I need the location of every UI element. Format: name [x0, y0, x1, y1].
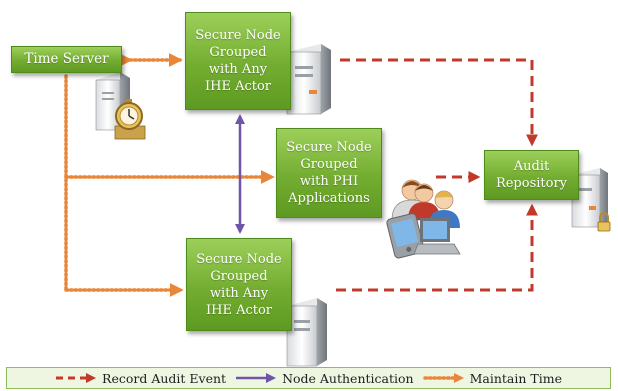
record-audit-event-connectors: [336, 58, 538, 292]
audit-repository-node: Audit Repository: [484, 150, 579, 200]
legend-maintain-time: Maintain Time: [422, 370, 562, 386]
secure-node-any-ihe-actor-top: Secure Node Grouped with Any IHE Actor: [185, 12, 291, 110]
bottom-node-audit-arrow: [336, 203, 538, 292]
server-icon: [286, 44, 331, 115]
maintain-time-connectors: [64, 53, 275, 297]
purple-solid-arrow-icon: [236, 373, 277, 383]
time-server-node: Time Server: [11, 46, 122, 73]
stopwatch-icon: [114, 99, 146, 140]
server-icon: [286, 298, 327, 367]
red-dashed-arrow-icon: [56, 373, 97, 383]
lock-icon: [597, 212, 611, 232]
pda-icon: [386, 213, 425, 259]
legend-node-authentication: Node Authentication: [235, 371, 414, 386]
legend: Record Audit Event Node Authentication M…: [6, 367, 611, 389]
secure-node-any-ihe-actor-bottom: Secure Node Grouped with Any IHE Actor: [186, 238, 292, 331]
legend-label: Record Audit Event: [102, 370, 227, 386]
legend-label: Maintain Time: [469, 370, 562, 386]
orange-dotted-arrow-icon: [422, 373, 464, 383]
legend-label: Node Authentication: [282, 370, 414, 386]
top-node-audit-arrow: [340, 58, 538, 147]
legend-record-audit-event: Record Audit Event: [55, 371, 226, 386]
laptop-icon: [413, 218, 461, 255]
secure-node-phi-applications: Secure Node Grouped with PHI Application…: [276, 128, 382, 218]
server-icon: [95, 72, 130, 131]
